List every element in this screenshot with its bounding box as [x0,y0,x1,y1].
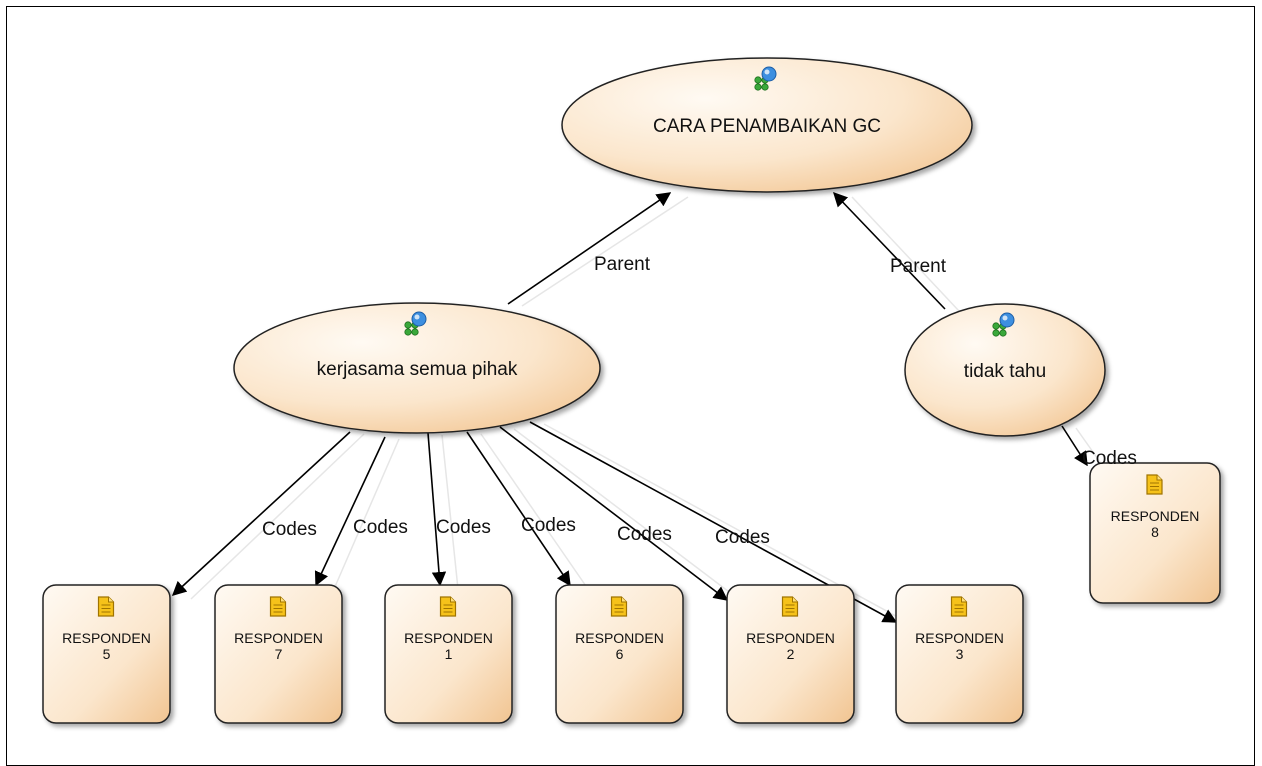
document-icon [781,596,799,617]
node-box-r2 [726,584,855,724]
edge-shadow-kerjasama-root [521,196,689,307]
node-label-r8-line1: RESPONDEN [1111,508,1200,524]
code-node-tidak[interactable]: tidak tahu [904,303,1106,437]
nodes-layer: CARA PENAMBAIKAN GC kerjasama semua pihak… [42,57,1221,724]
node-box-r1 [384,584,513,724]
node-label-r2-line1: RESPONDEN [746,630,835,646]
code-node-root[interactable]: CARA PENAMBAIKAN GC [561,57,973,193]
node-label-r7-line2: 7 [275,646,283,662]
document-icon [1146,474,1163,495]
node-ellipse-kerjasama [233,302,601,434]
edge-shadow-kerjasama-r7 [333,438,400,590]
node-label-r7-line1: RESPONDEN [234,630,323,646]
node-label-r6-line1: RESPONDEN [575,630,664,646]
edge-shadow-kerjasama-r6 [480,433,589,590]
node-label-r1-line2: 1 [445,646,453,662]
edge-shadow-kerjasama-r2 [513,428,746,605]
document-icon [950,596,968,617]
code-node-kerjasama[interactable]: kerjasama semua pihak [233,302,601,434]
node-label-tidak: tidak tahu [964,361,1046,382]
edge-tidak-root[interactable] [833,191,946,310]
edge-shadow-tidak-r8 [1075,427,1106,470]
node-label-r3-line1: RESPONDEN [915,630,1004,646]
edge-label-kerjasama-r3: Codes [715,527,770,548]
edge-shadow-kerjasama-r1 [441,434,459,590]
document-icon [97,596,115,617]
document-icon [610,596,628,617]
node-code-icon [754,66,777,91]
node-box-r6 [555,584,684,724]
node-ellipse-root [561,57,973,193]
node-box-r3 [895,584,1024,724]
edge-kerjasama-r6[interactable] [466,431,571,587]
edge-kerjasama-root[interactable] [507,192,672,305]
node-label-r6-line2: 6 [616,646,624,662]
edge-label-kerjasama-r2: Codes [617,524,672,545]
edge-shadow-tidak-root [851,196,960,312]
node-label-r2-line2: 2 [787,646,795,662]
edge-kerjasama-r1[interactable] [427,432,447,587]
node-label-r1-line1: RESPONDEN [404,630,493,646]
node-code-icon [992,312,1015,337]
edge-label-tidak-root: Parent [890,256,947,277]
edge-shadow-kerjasama-r5 [190,433,365,600]
node-label-r8-line2: 8 [1151,524,1159,540]
edge-kerjasama-r5[interactable] [171,431,351,596]
node-code-icon [404,311,427,336]
edge-kerjasama-r2[interactable] [499,426,729,601]
edge-label-kerjasama-r6: Codes [521,515,576,536]
node-box-r5 [42,584,171,724]
node-label-root: CARA PENAMBAIKAN GC [653,116,881,137]
document-icon [439,596,457,617]
document-icon [269,596,287,617]
node-box-r8 [1089,462,1221,604]
edge-label-kerjasama-r1: Codes [436,517,491,538]
edge-kerjasama-r7[interactable] [314,436,386,587]
node-box-r7 [214,584,343,724]
node-label-r5-line1: RESPONDEN [62,630,151,646]
edge-tidak-r8[interactable] [1061,425,1088,467]
node-label-kerjasama: kerjasama semua pihak [317,359,518,380]
edge-label-kerjasama-r7: Codes [353,517,408,538]
edge-label-kerjasama-r5: Codes [262,519,317,540]
edge-label-tidak-r8: Codes [1082,448,1137,469]
edge-label-kerjasama-root: Parent [594,254,651,275]
node-label-r5-line2: 5 [103,646,111,662]
node-ellipse-tidak [904,303,1106,437]
node-label-r3-line2: 3 [956,646,964,662]
